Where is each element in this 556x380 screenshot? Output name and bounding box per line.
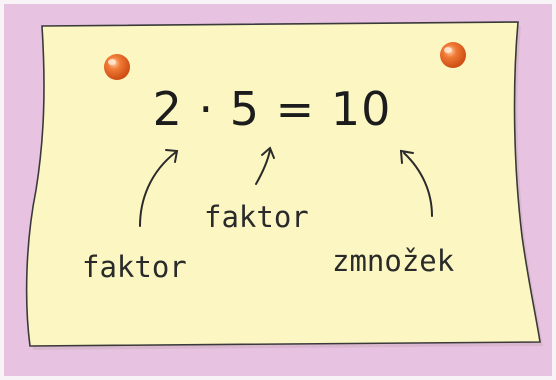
note-paper: [25, 21, 541, 347]
label-factor-left: faktor: [82, 250, 187, 284]
multiply-dot: ·: [198, 82, 215, 136]
label-factor-middle: faktor: [204, 200, 309, 234]
multiplication-equation: 2 · 5 = 10: [0, 82, 550, 136]
arrow-right-icon: [399, 149, 433, 217]
arrow-middle-icon: [255, 146, 275, 185]
factor-b: 5: [229, 82, 261, 136]
equals-sign: =: [275, 82, 316, 136]
label-product: zmnožek: [332, 244, 455, 278]
arrow-left-icon: [139, 149, 179, 227]
factor-a: 2: [152, 82, 183, 136]
product: 10: [330, 82, 392, 136]
pin-left-icon: [104, 54, 130, 80]
pin-right-icon: [440, 42, 466, 68]
